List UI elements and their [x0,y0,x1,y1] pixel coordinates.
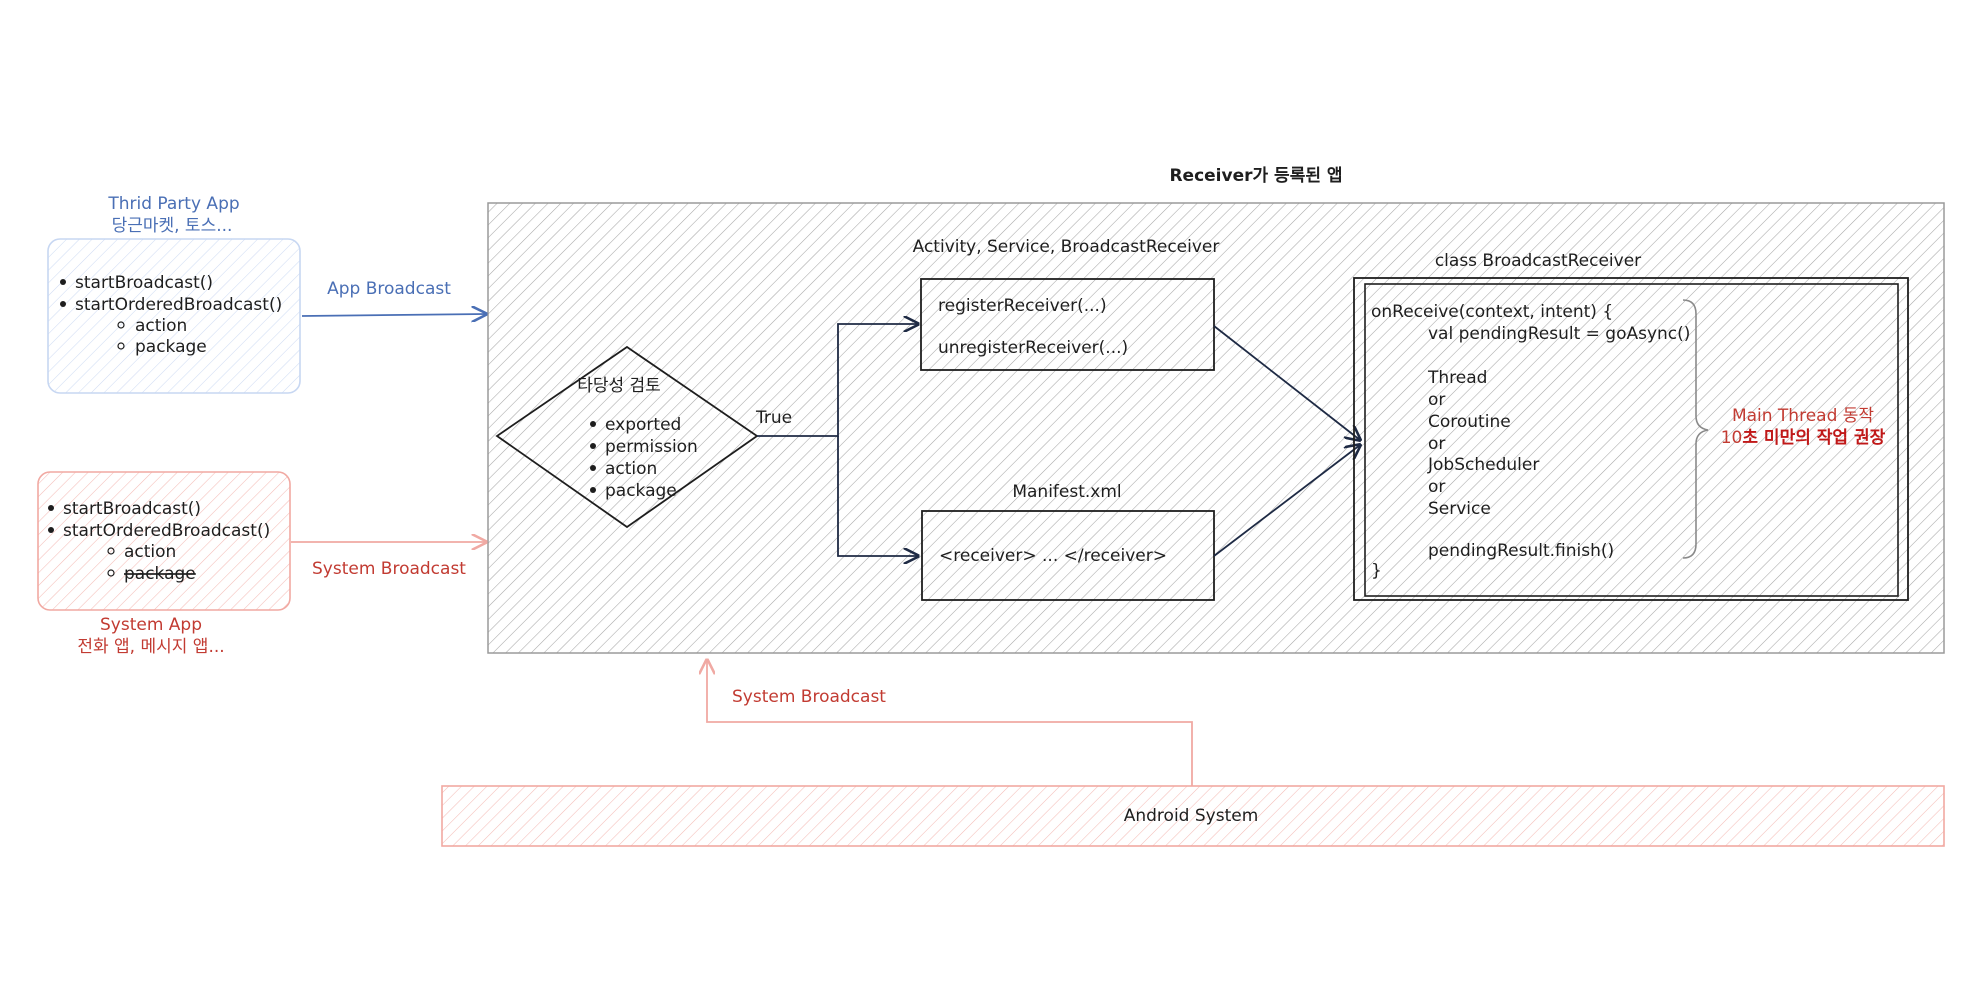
third-party-box [47,238,301,394]
bullet-icon [590,421,596,427]
validation-item: permission [605,437,698,457]
system-broadcast-label: System Broadcast [312,559,466,579]
system-app-group: startBroadcast() startOrderedBroadcast()… [37,471,291,657]
class-title: class BroadcastReceiver [1435,251,1641,271]
validation-item: package [605,481,677,501]
main-thread-note: Main Thread 동작 [1732,406,1874,426]
arrow-to-manifest [837,436,918,556]
class-connectors [1213,325,1360,557]
validation-item: exported [605,415,681,435]
components-label: Activity, Service, BroadcastReceiver [913,237,1220,257]
sub-bullet-icon [107,569,115,577]
code-line: or [1428,390,1445,410]
on-receive-code: onReceive(context, intent) { val pending… [1371,302,1690,581]
dynamic-box [920,278,1215,371]
broadcast-receiver-class-group: class BroadcastReceiver onReceive(contex… [1353,251,1909,601]
validation-list: exported permission action package [590,415,698,501]
bullet-icon [48,527,54,533]
android-system-group: Android System [441,785,1945,847]
system-app-method: startBroadcast() [63,499,201,519]
validation-connectors [757,324,918,556]
time-limit-note: 10초 미만의 작업 권장 [1721,428,1886,448]
true-label: True [755,408,792,428]
android-system-broadcast-label: System Broadcast [732,687,886,707]
unregister-receiver-call: unregisterReceiver(...) [938,338,1128,358]
bullet-icon [60,301,66,307]
validation-item: action [605,459,657,479]
code-line: or [1428,434,1445,454]
time-limit-number: 10 [1721,428,1743,448]
third-party-title: Thrid Party App [107,194,239,214]
third-party-method: startBroadcast() [75,273,213,293]
manifest-receiver-tag: <receiver> ... </receiver> [939,546,1167,566]
arrow-dynamic-to-class [1213,325,1360,440]
system-app-title: System App [100,615,202,635]
sub-bullet-icon [117,342,125,350]
class-box-outer [1353,277,1909,601]
brace-icon [1682,299,1709,559]
android-system-box [441,785,1945,847]
system-app-param: action [124,542,176,562]
manifest-title: Manifest.xml [1012,482,1121,502]
system-app-method: startOrderedBroadcast() [63,521,270,541]
bullet-icon [590,465,596,471]
code-line: or [1428,477,1445,497]
third-party-method: startOrderedBroadcast() [75,295,282,315]
code-line: JobScheduler [1427,455,1539,475]
code-line: } [1371,561,1382,581]
code-line: onReceive(context, intent) { [1371,302,1613,322]
third-party-param: package [135,337,207,357]
class-box-inner [1364,283,1899,597]
register-receiver-call: registerReceiver(...) [938,296,1107,316]
arrow-manifest-to-class [1213,445,1360,557]
android-system-label: Android System [1124,806,1259,826]
sub-bullet-icon [117,321,125,329]
system-app-examples: 전화 앱, 메시지 앱... [77,637,224,657]
code-line: pendingResult.finish() [1428,541,1614,561]
third-party-param: action [135,316,187,336]
bullet-icon [48,505,54,511]
validation-title: 타당성 검토 [577,376,661,396]
sub-bullet-icon [107,547,115,555]
android-system-broadcast-arrow [707,660,1193,786]
validation-diamond-group: 타당성 검토 exported permission action packag… [495,345,792,529]
bullet-icon [590,443,596,449]
receiver-app-title: Receiver가 등록된 앱 [1169,165,1342,186]
app-broadcast-label: App Broadcast [327,279,451,299]
app-broadcast-arrow [301,314,486,316]
arrow-to-dynamic [757,324,918,437]
validation-diamond [495,345,759,529]
code-line: Service [1428,499,1491,519]
system-app-box [37,471,291,611]
system-app-param-struck: package [124,564,196,584]
dynamic-registration-box: registerReceiver(...) unregisterReceiver… [920,278,1215,371]
code-line: Thread [1427,368,1487,388]
bullet-icon [60,279,66,285]
bullet-icon [590,487,596,493]
time-limit-text: 초 미만의 작업 권장 [1742,428,1885,448]
third-party-app-group: Thrid Party App 당근마켓, 토스... startBroadca… [47,194,301,394]
code-line: val pendingResult = goAsync() [1428,324,1690,344]
code-line: Coroutine [1428,412,1511,432]
third-party-examples: 당근마켓, 토스... [112,216,233,236]
